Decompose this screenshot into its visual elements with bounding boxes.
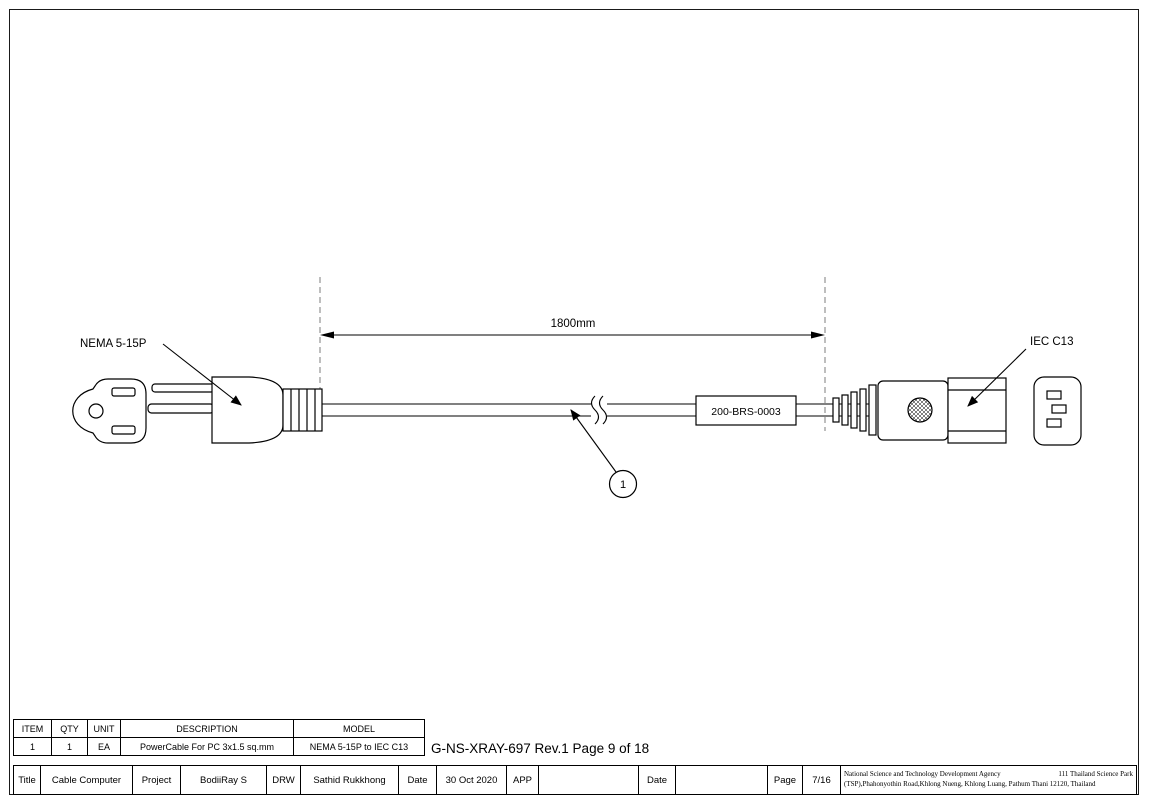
nema-prong-ground [147,403,215,414]
nema-side-view [147,376,323,444]
page-value-cell: 7/16 [803,765,841,795]
nema-prong-blade [151,383,215,393]
parts-cell-unit: EA [87,737,121,756]
iec-label-group: IEC C13 [967,336,1073,407]
agency-park: 111 Thailand Science Park [1058,770,1133,779]
dimension-group: 1800mm [319,277,826,431]
iec-face-view [1033,376,1082,446]
iec-strain-rib [868,384,877,436]
parts-header-item: ITEM [13,719,52,738]
date-app-label-cell: Date [639,765,676,795]
parts-table: ITEM QTY UNIT DESCRIPTION MODEL 1 1 EA P… [13,719,425,756]
nema-strain-relief [282,388,323,432]
iec-pin-slot-bottom [1046,418,1062,428]
dimension-arrow-left [320,331,334,339]
project-value-cell: BodiiRay S [181,765,267,795]
agency-cell: National Science and Technology Developm… [841,765,1137,795]
iec-strain-rib [841,394,849,426]
dimension-text: 1800mm [551,318,596,330]
parts-cell-model: NEMA 5-15P to IEC C13 [293,737,425,756]
date-drw-value-cell: 30 Oct 2020 [437,765,507,795]
title-label-cell: Title [13,765,41,795]
balloon-circle [608,469,638,499]
parts-header-model: MODEL [293,719,425,738]
break-symbol [590,395,600,425]
iec-strain-rib [859,388,867,432]
parts-table-header-row: ITEM QTY UNIT DESCRIPTION MODEL [13,719,425,738]
iec-hatched-boss [907,397,933,423]
agency-text: National Science and Technology Developm… [844,770,1133,790]
cable-tag: 200-BRS-0003 [695,395,797,426]
cable-tag-box [695,395,797,426]
cable-tag-text: 200-BRS-0003 [711,406,781,418]
iec-pin-slot-top [1046,390,1062,400]
title-value-cell: Cable Computer [41,765,133,795]
agency-name: National Science and Technology Developm… [844,770,1001,779]
balloon-number: 1 [620,479,626,491]
parts-cell-item: 1 [13,737,52,756]
nema-face-view [72,378,147,444]
nema-blade-slot-bottom [111,425,136,435]
drawing-number-note: G-NS-XRAY-697 Rev.1 Page 9 of 18 [431,741,650,756]
date-drw-label-cell: Date [399,765,437,795]
parts-header-unit: UNIT [87,719,121,738]
parts-cell-description: PowerCable For PC 3x1.5 sq.mm [120,737,294,756]
page-label-cell: Page [768,765,803,795]
iec-label-text: IEC C13 [1030,336,1073,348]
title-block: Title Cable Computer Project BodiiRay S … [13,765,1137,795]
iec-shroud [947,377,1007,444]
iec-strain-rib [832,397,840,423]
iec-leader-line [967,348,1027,407]
date-app-value-cell [676,765,768,795]
nema-leader-line [162,343,242,406]
nema-ground-hole [88,403,104,419]
agency-line-1: National Science and Technology Developm… [844,770,1133,780]
iec-pin-slot-middle [1051,404,1067,414]
nema-plug-body [211,376,284,444]
nema-label-text: NEMA 5-15P [80,338,147,350]
nema-label-group: NEMA 5-15P [80,338,242,406]
iec-strain-rib [850,391,858,429]
balloon-leader-line [570,409,617,473]
drw-label-cell: DRW [267,765,301,795]
app-value-cell [539,765,639,795]
iec-side-view [832,377,1007,444]
parts-header-description: DESCRIPTION [120,719,294,738]
parts-table-row: 1 1 EA PowerCable For PC 3x1.5 sq.mm NEM… [13,737,425,756]
balloon-callout: 1 [570,409,638,499]
drw-value-cell: Sathid Rukkhong [301,765,399,795]
parts-header-qty: QTY [51,719,88,738]
parts-cell-qty: 1 [51,737,88,756]
app-label-cell: APP [507,765,539,795]
dimension-arrow-right [811,331,825,339]
break-symbol [598,395,608,425]
nema-blade-slot-top [111,387,136,397]
agency-address: (TSP),Phahonyothin Road,Khlong Nueng, Kh… [844,780,1096,788]
project-label-cell: Project [133,765,181,795]
